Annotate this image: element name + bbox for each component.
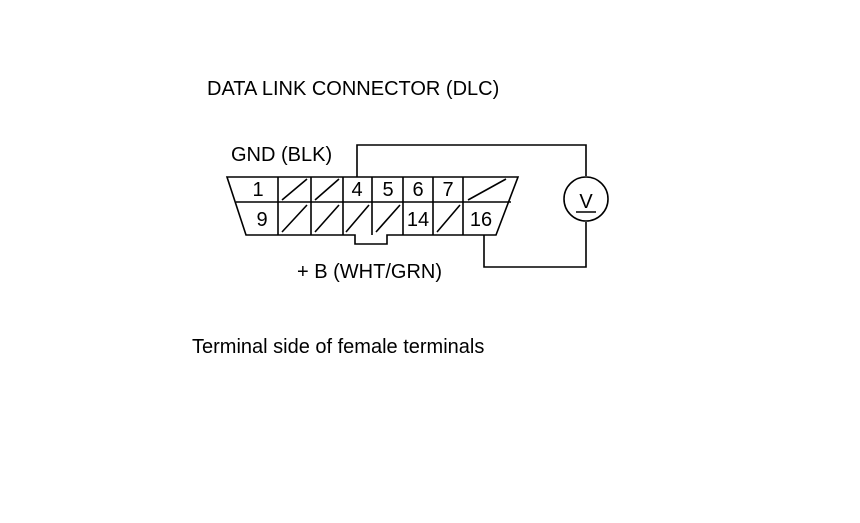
pin-6-label: 6 (412, 179, 423, 201)
top-row-dividers (277, 177, 464, 202)
gnd-label: GND (BLK) (231, 144, 332, 166)
top-row-empty-slashes (281, 178, 507, 201)
bottom-row-empty-slashes (281, 204, 461, 233)
b-plus-label: + B (WHT/GRN) (297, 261, 442, 283)
connector-body (225, 176, 520, 245)
pin-14-label: 14 (407, 209, 429, 231)
b-test-lead (483, 222, 587, 268)
pin-1-label: 1 (252, 179, 263, 201)
bottom-row-dividers (277, 202, 464, 235)
voltmeter-icon: V (563, 176, 609, 222)
pin-5-label: 5 (382, 179, 393, 201)
pin-labels: 1 4 5 6 7 9 14 16 (252, 179, 492, 231)
terminal-side-caption: Terminal side of female terminals (192, 336, 484, 358)
pin-4-label: 4 (351, 179, 362, 201)
pin-7-label: 7 (442, 179, 453, 201)
pin-16-label: 16 (470, 209, 492, 231)
gnd-test-lead (356, 144, 587, 177)
diagram-title: DATA LINK CONNECTOR (DLC) (207, 78, 499, 100)
pin-9-label: 9 (256, 209, 267, 231)
voltmeter-symbol: V (579, 191, 593, 213)
